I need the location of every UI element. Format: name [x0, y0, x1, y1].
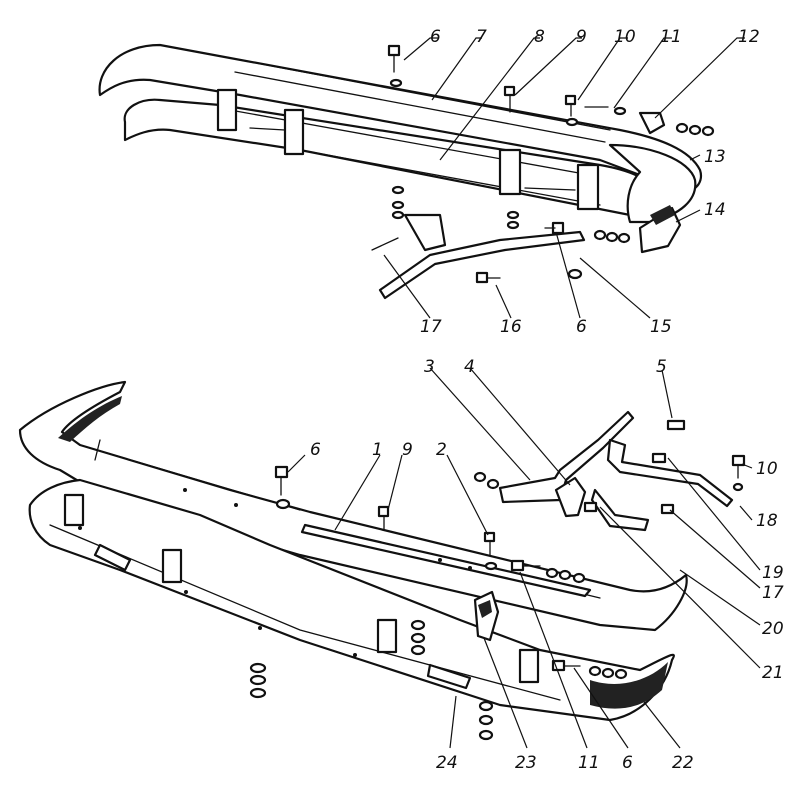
callout-18: 18 [756, 511, 778, 531]
callout-labels: 6 7 8 9 10 11 12 13 14 15 6 16 17 3 4 5 … [310, 27, 784, 773]
callout-20: 20 [762, 619, 784, 639]
beam-bracket [576, 163, 600, 211]
callout-6: 6 [622, 753, 633, 773]
front-bumper-lower-bar [28, 478, 675, 722]
rear-bumper-beam [98, 43, 703, 193]
beam-bracket [498, 148, 522, 196]
side-strut [403, 213, 447, 252]
callout-2: 2 [436, 440, 447, 460]
callout-8: 8 [534, 27, 545, 47]
callout-16: 16 [500, 317, 522, 337]
callout-6: 6 [576, 317, 587, 337]
callout-13: 13 [704, 147, 726, 167]
callout-6: 6 [310, 440, 321, 460]
beam-bracket [283, 108, 305, 156]
callout-6: 6 [430, 27, 441, 47]
front-bumper-assembly [18, 380, 746, 741]
callout-11: 11 [578, 753, 600, 773]
lower-bar-brackets [63, 493, 540, 690]
bracket-3 [498, 410, 635, 504]
callout-10: 10 [756, 459, 778, 479]
callout-7: 7 [476, 27, 487, 47]
bracket-18 [606, 438, 734, 508]
callout-14: 14 [704, 200, 726, 220]
rear-fasteners [371, 44, 715, 284]
callout-11: 11 [660, 27, 682, 47]
callout-9: 9 [576, 27, 587, 47]
callout-17: 17 [762, 583, 784, 603]
bracket-4 [554, 476, 587, 518]
callout-21: 21 [762, 663, 784, 683]
rear-corner-piece [608, 143, 697, 224]
beam-bracket [216, 88, 238, 132]
callout-9: 9 [402, 440, 413, 460]
callout-22: 22 [672, 753, 694, 773]
callout-12: 12 [738, 27, 760, 47]
lower-strut [378, 230, 586, 300]
callout-3: 3 [424, 357, 435, 377]
callout-23: 23 [515, 753, 537, 773]
callout-10: 10 [614, 27, 636, 47]
callout-15: 15 [650, 317, 672, 337]
callout-17: 17 [420, 317, 442, 337]
callout-24: 24 [436, 753, 458, 773]
bracket-17 [590, 488, 650, 532]
callout-4: 4 [464, 357, 475, 377]
front-fasteners [249, 419, 746, 741]
rear-bumper-assembly [98, 43, 715, 300]
callout-5: 5 [656, 357, 667, 377]
callout-19: 19 [762, 563, 784, 583]
leader-lines [287, 37, 761, 749]
callout-1: 1 [372, 440, 383, 460]
